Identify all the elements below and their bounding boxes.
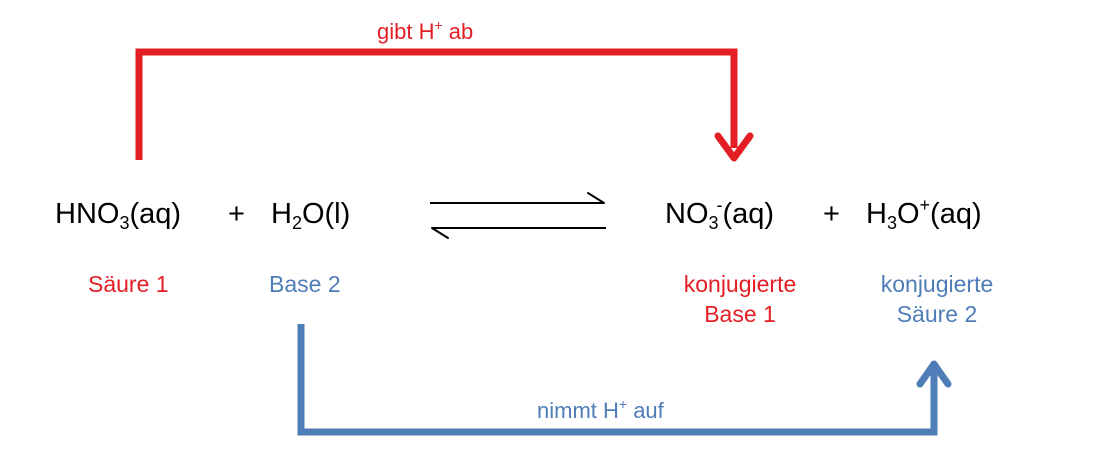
plus-sign-left: +	[228, 198, 245, 230]
label-base-2: Base 2	[269, 271, 341, 297]
reactant-hno3: HNO3(aq)	[55, 198, 182, 233]
plus-sign-right: +	[823, 198, 840, 230]
label-conjugate-base-1-line1: konjugierte	[683, 271, 797, 297]
proton-acceptance-arrow	[297, 324, 952, 436]
red-arrowhead	[714, 132, 754, 162]
product-no3: NO3-(aq)	[665, 195, 775, 233]
acceptance-label: nimmt H+ auf	[537, 396, 664, 423]
label-conjugate-base-1-line2: Base 1	[704, 300, 776, 327]
label-conjugate-acid-2-line2: Säure 2	[896, 300, 978, 327]
label-conjugate-base-1: konjugierte Base 1	[666, 270, 814, 330]
label-acid-1: Säure 1	[88, 271, 169, 297]
reactant-h2o: H2O(l)	[271, 198, 351, 233]
equilibrium-arrows	[430, 192, 606, 239]
label-conjugate-acid-2-line1: konjugierte	[880, 271, 994, 297]
label-conjugate-acid-2: konjugierte Säure 2	[862, 270, 1012, 330]
product-h3o: H3O+(aq)	[866, 195, 982, 233]
donation-label: gibt H+ ab	[377, 17, 474, 44]
proton-donation-arrow	[135, 48, 754, 162]
blue-arrowhead	[916, 360, 952, 388]
